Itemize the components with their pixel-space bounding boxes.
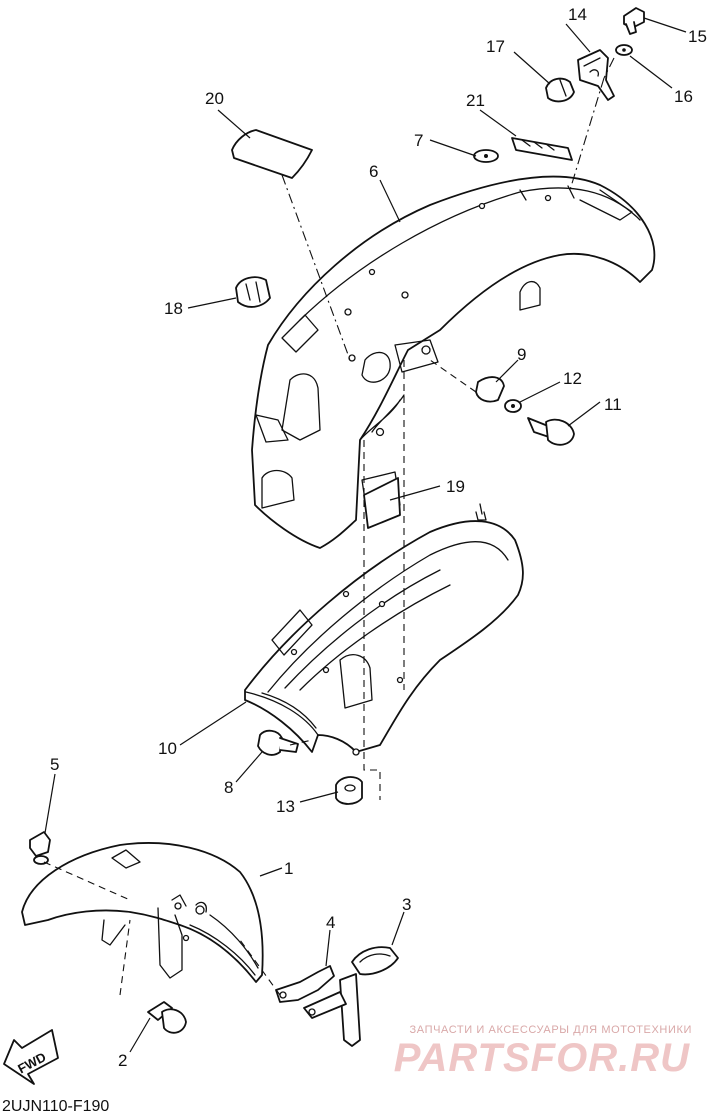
callout-12: 12 (563, 369, 582, 388)
callout-6: 6 (369, 162, 378, 181)
decal-part-20 (231, 129, 313, 179)
bolt-part-11 (527, 417, 575, 446)
callout-9: 9 (517, 345, 526, 364)
callout-11: 11 (604, 395, 622, 414)
callout-1: 1 (284, 859, 293, 878)
figure-code: 2UJN110-F190 (2, 1098, 110, 1115)
bolt-part-2 (147, 1001, 187, 1034)
callout-15: 15 (688, 27, 707, 46)
callout-13: 13 (276, 797, 295, 816)
nut-part-13 (335, 776, 363, 805)
callout-10: 10 (158, 739, 177, 758)
callout-labels: 1 2 3 4 5 6 7 8 9 10 11 12 13 14 15 16 1… (50, 5, 707, 1070)
callout-14: 14 (568, 5, 587, 24)
callout-17: 17 (486, 37, 505, 56)
watermark-tagline: ЗАПЧАСТИ И АКСЕССУАРЫ ДЛЯ МОТОТЕХНИКИ (409, 1024, 692, 1036)
front-fender (21, 842, 264, 983)
plate-part-19 (363, 477, 401, 529)
watermark-name: PARTSFOR.RU (393, 1036, 690, 1080)
inner-fender (244, 503, 524, 756)
callout-4: 4 (326, 913, 335, 932)
callout-3: 3 (402, 895, 411, 914)
stay-part-3 (303, 946, 399, 1047)
damper-part-18 (235, 276, 271, 308)
callout-8: 8 (224, 778, 233, 797)
leader-lines (44, 17, 687, 1053)
callout-18: 18 (164, 299, 183, 318)
callout-5: 5 (50, 755, 59, 774)
fastener-part-5 (29, 831, 51, 865)
bracket-part-4 (275, 965, 335, 1003)
callout-21: 21 (466, 91, 485, 110)
clip-part-9 (475, 376, 505, 403)
fwd-arrow-icon: FWD (3, 1029, 59, 1085)
callout-20: 20 (205, 89, 224, 108)
callout-19: 19 (446, 477, 465, 496)
screw-part-15 (623, 7, 645, 35)
emblem-part-21 (511, 137, 573, 161)
bracket-part-14 (577, 49, 615, 101)
callout-7: 7 (414, 131, 423, 150)
callout-2: 2 (118, 1051, 127, 1070)
cap-nut-part-17 (545, 77, 575, 103)
callout-16: 16 (674, 87, 693, 106)
bolt-part-8 (257, 729, 299, 756)
assembly-lines (43, 57, 615, 996)
